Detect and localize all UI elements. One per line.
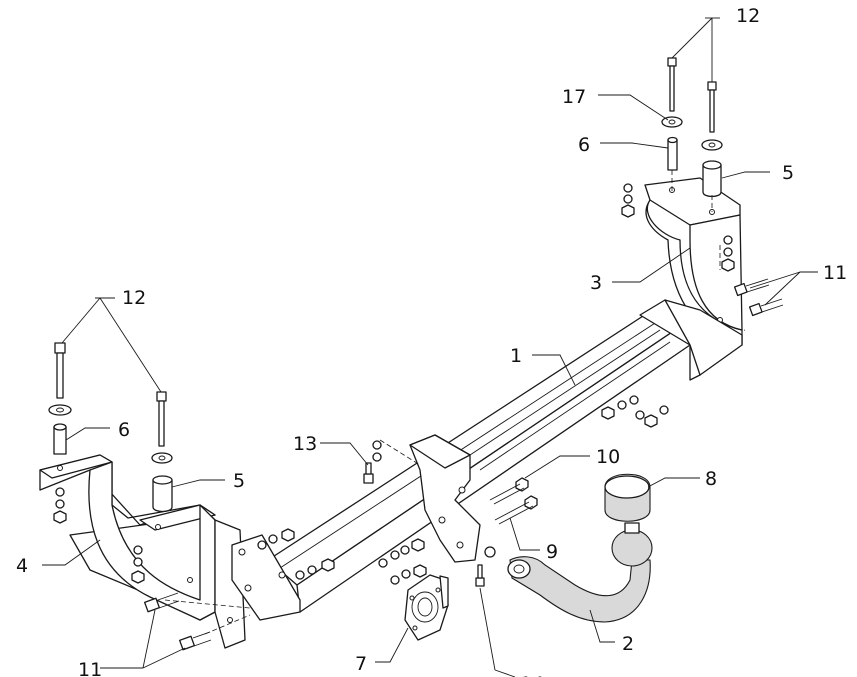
- callout-11-left: 11: [78, 659, 102, 677]
- callout-3: 3: [590, 272, 602, 294]
- socket-plate-part-7: [404, 574, 449, 641]
- callout-9: 9: [546, 541, 558, 563]
- callout-5-right: 5: [782, 162, 794, 184]
- callout-5-left: 5: [233, 470, 245, 492]
- callout-6-left: 6: [118, 419, 130, 441]
- nut-stacks: [53, 183, 735, 585]
- left-mounting-plate: [164, 534, 301, 635]
- callout-labels: 12 17 6 5 3 11 12 6 5 4 11 1 13 10 8 9 2…: [16, 5, 847, 677]
- cross-beam-part-1: [267, 299, 746, 613]
- center-bracket: [379, 434, 481, 563]
- left-bracket-part-4: [39, 454, 246, 649]
- small-bolts: [144, 278, 784, 651]
- callout-17: 17: [562, 86, 586, 108]
- right-mounting-plate: [664, 299, 743, 376]
- callout-6-right: 6: [578, 134, 590, 156]
- bolts-top-left: [48, 342, 173, 513]
- callout-12-top-right: 12: [736, 5, 760, 27]
- callout-12-left: 12: [122, 287, 146, 309]
- callout-13: 13: [293, 433, 317, 455]
- callout-14: 14: [520, 673, 544, 677]
- callout-8: 8: [705, 468, 717, 490]
- callout-7: 7: [355, 653, 367, 675]
- callout-10: 10: [596, 446, 620, 468]
- callout-4: 4: [16, 555, 28, 577]
- ball-neck-part-2: [507, 522, 653, 623]
- callout-2: 2: [622, 633, 634, 655]
- leader-lines: [42, 17, 818, 677]
- ball-cap-part-8: [604, 473, 651, 522]
- callout-11-right: 11: [823, 262, 847, 284]
- callout-1: 1: [510, 345, 522, 367]
